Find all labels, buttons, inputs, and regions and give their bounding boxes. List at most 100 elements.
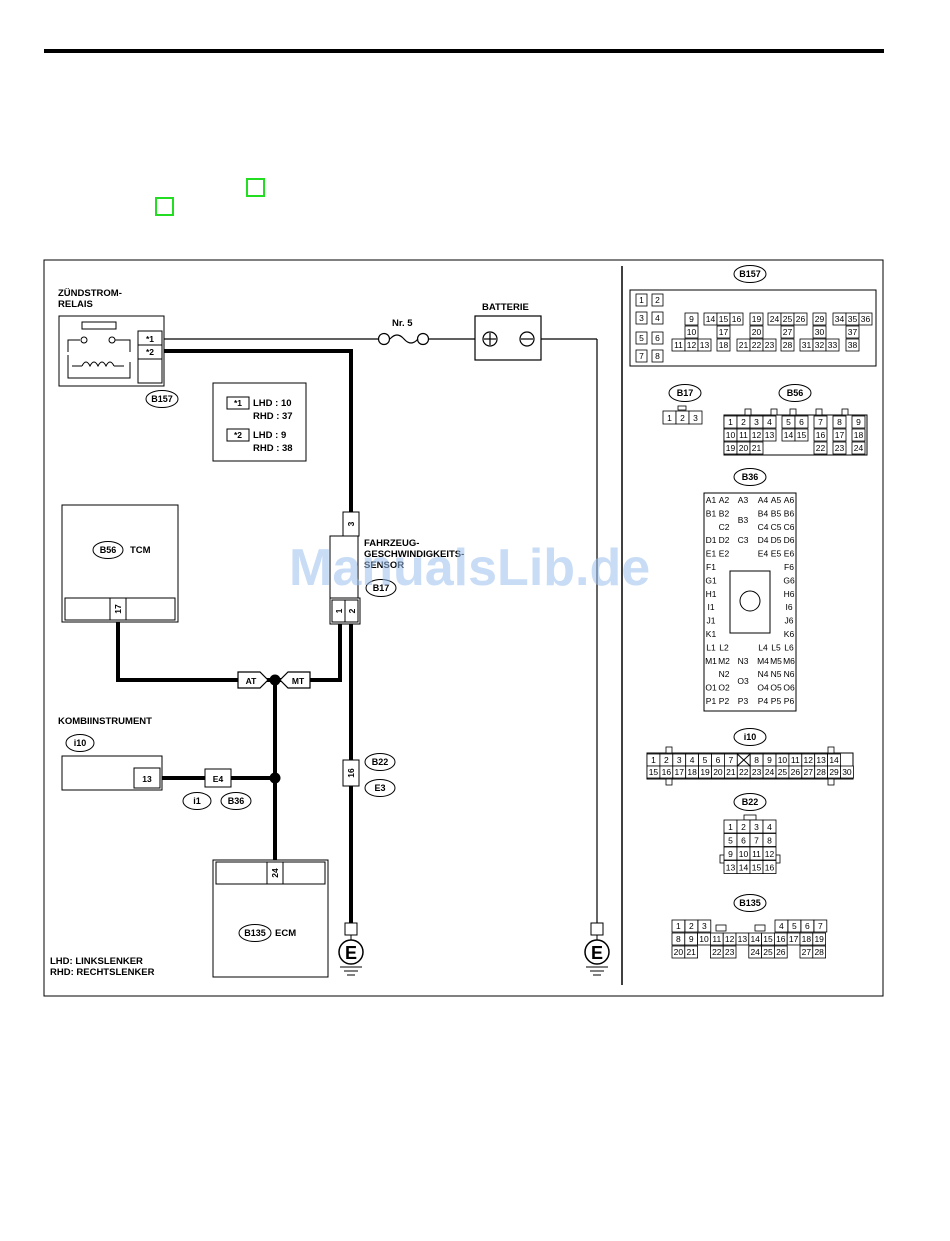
pin-label: 19 (752, 314, 762, 324)
pin-label: D1 (706, 535, 717, 545)
pin-label: P2 (719, 696, 730, 706)
pin-label: 36 (861, 314, 871, 324)
battery-minus-icon (519, 331, 535, 347)
pin-label: O1 (705, 683, 717, 693)
svg-text:*1: *1 (234, 398, 242, 408)
pin-label: P3 (738, 696, 749, 706)
svg-text:E: E (591, 943, 603, 963)
pin-label: N2 (719, 669, 730, 679)
pin-label: 23 (752, 767, 762, 777)
pin-label: C5 (771, 522, 782, 532)
pin-label: 17 (719, 327, 729, 337)
pin-label: 31 (802, 340, 812, 350)
pin-label: 1 (651, 755, 656, 765)
pin-label: N3 (738, 656, 749, 666)
at-arrow: AT (237, 671, 269, 689)
pin-label: 24 (770, 314, 780, 324)
pin-label: C4 (758, 522, 769, 532)
svg-text:i10: i10 (744, 732, 757, 742)
pin-label: 2 (655, 295, 660, 305)
relay-label-2: RELAIS (58, 299, 93, 310)
pin-label: 13 (738, 934, 748, 944)
pin-label: 1 (676, 921, 681, 931)
relay-label-1: ZÜNDSTROM- (58, 288, 122, 299)
pin-label: 26 (796, 314, 806, 324)
pin-label: 19 (700, 767, 710, 777)
pin-label: 2 (741, 822, 746, 832)
pin-label: K6 (784, 629, 795, 639)
pin-label: 24 (750, 947, 760, 957)
pin-label: 7 (639, 351, 644, 361)
junction-dot (269, 674, 281, 686)
pin-label: 29 (829, 767, 839, 777)
svg-text:2: 2 (347, 608, 357, 613)
pin-label: 4 (690, 755, 695, 765)
svg-text:LHD : 9: LHD : 9 (253, 430, 286, 441)
svg-text:B22: B22 (742, 797, 759, 807)
green-marker[interactable] (155, 197, 174, 216)
pin-label: E2 (719, 549, 730, 559)
pin-label: 10 (699, 934, 709, 944)
svg-text:E3: E3 (374, 783, 385, 793)
pin-label: 9 (689, 934, 694, 944)
pin-label: 11 (752, 849, 761, 859)
svg-text:TCM: TCM (130, 545, 151, 556)
pin-label: 3 (693, 413, 698, 423)
pin-label: D2 (719, 535, 730, 545)
svg-text:B36: B36 (742, 472, 759, 482)
pin-label: 8 (767, 836, 772, 846)
pin-label: O4 (757, 683, 769, 693)
pin-label: 21 (739, 340, 749, 350)
pin-label: 11 (712, 934, 721, 944)
pin-label: N5 (771, 669, 782, 679)
pin-label: 8 (676, 934, 681, 944)
pin-label: 2 (680, 413, 685, 423)
pin-label: 4 (767, 417, 772, 427)
pin-label: 1 (728, 822, 733, 832)
pin-label: L5 (771, 642, 781, 652)
pin-label: L4 (758, 642, 768, 652)
diagram-frame (43, 259, 884, 997)
pin-label: A1 (706, 495, 717, 505)
pin-label: 5 (792, 921, 797, 931)
pin-label: 17 (675, 767, 685, 777)
pin-label: 30 (815, 327, 825, 337)
pin-label: 16 (816, 430, 826, 440)
pin-label: 27 (783, 327, 793, 337)
pin-label: F1 (706, 562, 716, 572)
pin-label: 8 (754, 755, 759, 765)
header-rule (44, 49, 884, 53)
pin-label: 22 (712, 947, 722, 957)
svg-text:B157: B157 (739, 269, 761, 279)
combi-label: KOMBIINSTRUMENT (58, 716, 152, 727)
b157-title: B157 (733, 265, 767, 283)
pin-label: 2 (741, 417, 746, 427)
pin-label: 3 (754, 822, 759, 832)
pin-label: 27 (802, 947, 812, 957)
green-marker[interactable] (246, 178, 265, 197)
b17-title: B17 (668, 384, 702, 402)
pin-label: 14 (750, 934, 760, 944)
pin-label: 15 (797, 430, 807, 440)
pin-label: 12 (765, 849, 775, 859)
svg-text:B56: B56 (787, 388, 804, 398)
pin-label: 30 (842, 767, 852, 777)
ground-symbol: E (338, 922, 364, 976)
pin-label: M4 (757, 656, 769, 666)
pin-label: 25 (778, 767, 788, 777)
pin-label: C6 (784, 522, 795, 532)
i10-title: i10 (733, 728, 767, 746)
pin-label: 8 (655, 351, 660, 361)
pin-label: 33 (828, 340, 838, 350)
pin-label: A3 (738, 495, 749, 505)
pin-label: 6 (805, 921, 810, 931)
pin-label: 9 (689, 314, 694, 324)
svg-text:3: 3 (346, 521, 356, 526)
pin-label: 21 (752, 443, 762, 453)
pin-label: 29 (815, 314, 825, 324)
pin-label: 3 (639, 313, 644, 323)
